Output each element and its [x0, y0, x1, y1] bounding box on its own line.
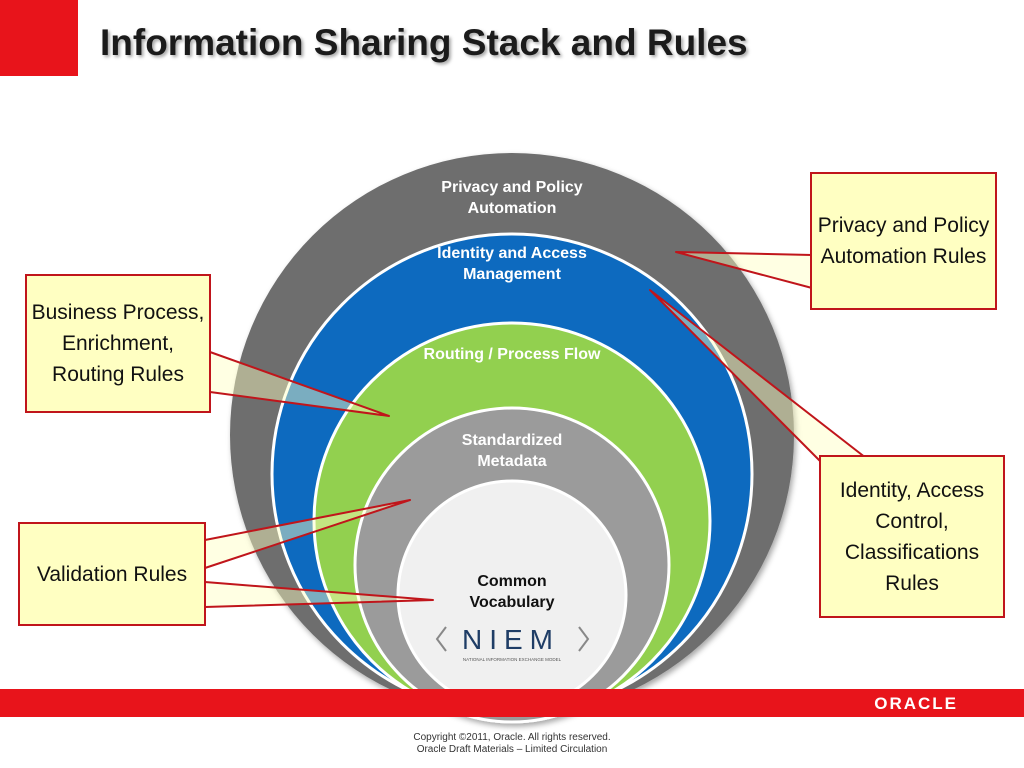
callout-validation-rules: Validation Rules [18, 522, 206, 626]
layer-label-privacy: Privacy and Policy Automation [441, 179, 583, 217]
niem-logo-text: NIEM [462, 624, 560, 655]
layer-label-routing: Routing / Process Flow [423, 346, 601, 363]
chevron-right-icon [578, 626, 590, 652]
callout-privacy-rules: Privacy and Policy Automation Rules [810, 172, 997, 310]
slide-title: Information Sharing Stack and Rules [100, 22, 748, 63]
brand-red-square [0, 0, 78, 76]
copyright-line-1: Copyright ©2011, Oracle. All rights rese… [413, 732, 611, 743]
footer-bar [0, 689, 1024, 717]
callout-identity-rules: Identity, Access Control, Classification… [819, 455, 1005, 618]
chevron-left-icon [435, 626, 447, 652]
copyright-line-2: Oracle Draft Materials – Limited Circula… [416, 744, 608, 755]
layer-label-identity: Identity and Access Management [437, 245, 587, 283]
layer-label-vocabulary: Common Vocabulary [469, 573, 555, 611]
oracle-logo: ORACLE [874, 694, 958, 713]
niem-logo-tagline: NATIONAL INFORMATION EXCHANGE MODEL [463, 657, 562, 662]
callout-business-rules: Business Process, Enrichment, Routing Ru… [25, 274, 211, 413]
niem-logo: NIEM NATIONAL INFORMATION EXCHANGE MODEL [435, 624, 590, 662]
layer-label-metadata: Standardized Metadata [461, 432, 563, 470]
